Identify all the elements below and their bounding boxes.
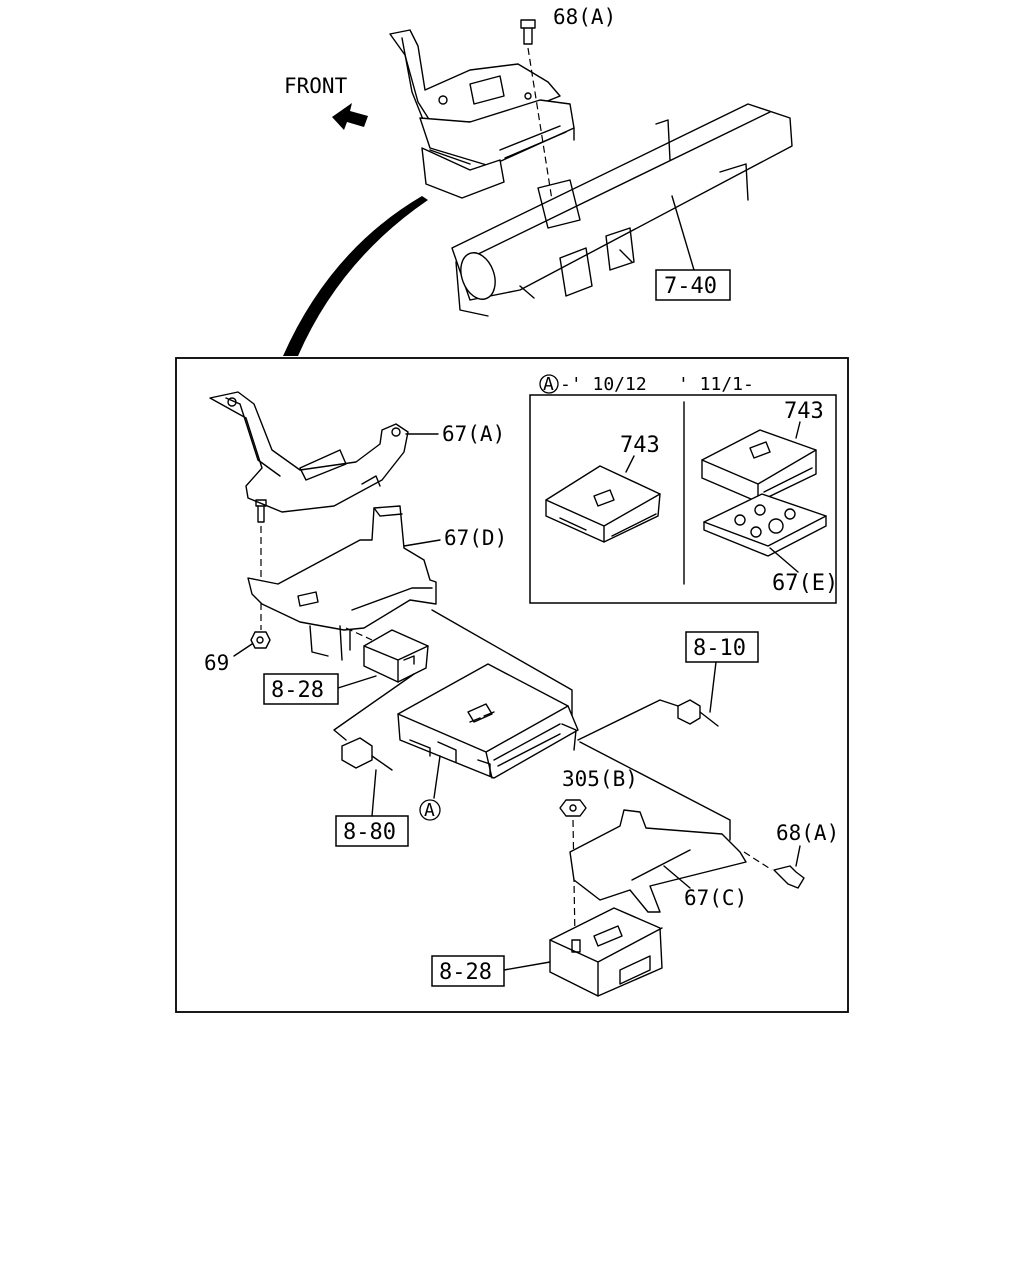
bracket-67c-label: 67(C) (684, 886, 747, 910)
ref-8-28-upper-label: 8-28 (271, 678, 324, 703)
front-label: FRONT (284, 74, 348, 98)
bracket-67a-label: 67(A) (442, 422, 505, 446)
inset-right-part-label: 743 (784, 399, 824, 424)
bolt-68a-right-label: 68(A) (776, 821, 839, 845)
detail-pointer-curve (283, 196, 428, 356)
nut-305b-label: 305(B) (562, 767, 638, 791)
inset-marker-a-label: A (543, 374, 554, 395)
ref-8-80-label: 8-80 (343, 820, 396, 845)
front-arrow-icon (332, 103, 368, 130)
inset-left-range-label: -' 10/12 (560, 374, 647, 395)
ref-8-28-lower-label: 8-28 (439, 960, 492, 985)
marker-a-label: A (424, 800, 435, 821)
bolt-68a-top-label: 68(A) (553, 5, 616, 29)
ref-8-10-label: 8-10 (693, 636, 746, 661)
nut-69-label: 69 (204, 651, 229, 675)
variant-inset: A -' 10/12 ' 11/1- 743 743 67(E) (529, 374, 838, 604)
inset-left-part-label: 743 (620, 433, 660, 458)
detail-frame (175, 357, 849, 1013)
inset-marker-a-circle (539, 374, 559, 394)
inset-frame (529, 394, 837, 604)
ref-7-40-label: 7-40 (664, 274, 717, 299)
inset-right-bracket-label: 67(E) (772, 571, 838, 596)
top-assembly: FRONT 68(A) 7-40 (283, 5, 793, 356)
marker-a-circle (419, 799, 441, 821)
inset-right-range-label: ' 11/1- (678, 374, 754, 395)
detail-parts: 67(A) 67(D) 69 8-28 (204, 391, 839, 997)
bracket-67d-label: 67(D) (444, 526, 507, 550)
